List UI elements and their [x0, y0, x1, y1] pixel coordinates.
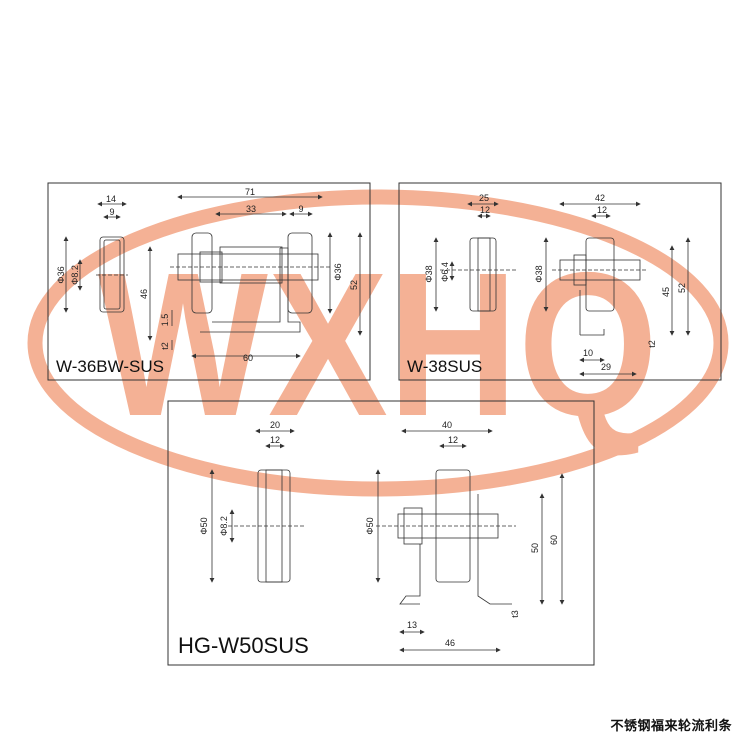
dim-label: Φ36 — [333, 263, 343, 280]
dim-label: 25 — [479, 193, 489, 203]
dim-label: 45 — [661, 287, 671, 297]
dim-label: Φ50 — [199, 517, 209, 534]
panel-w36bw — [47, 182, 371, 381]
dim-label: 52 — [349, 280, 359, 290]
panel-hgw50-labels: 20 12 40 12 Φ50 Φ8.2 Φ50 50 60 t3 13 46 … — [178, 420, 559, 658]
panel-w38 — [398, 182, 722, 381]
dim-label: 60 — [549, 535, 559, 545]
dim-label: Φ8.2 — [219, 516, 229, 536]
dim-label: 46 — [445, 638, 455, 648]
dim-label: 12 — [597, 205, 607, 215]
watermark-logo: WXHQ — [27, 189, 729, 497]
dim-label: 9 — [109, 207, 114, 217]
dim-label: Φ50 — [365, 517, 375, 534]
watermark-text: WXHQ — [98, 230, 658, 459]
dim-label: 1.5 — [160, 314, 170, 327]
model-name: W-38SUS — [407, 357, 482, 376]
panel-frame — [167, 400, 595, 666]
panel-w36bw-labels: 14 9 71 33 9 Φ36 Φ8.2 46 Φ36 52 1.5 t2 6… — [56, 187, 359, 376]
caption-text: 不锈钢福来轮流利条 — [610, 719, 732, 734]
dim-label: 12 — [448, 435, 458, 445]
dim-label: 71 — [245, 187, 255, 197]
dim-label: 9 — [298, 204, 303, 214]
dim-label: 42 — [595, 193, 605, 203]
dim-label: Φ38 — [424, 265, 434, 282]
dim-label: 60 — [243, 353, 253, 363]
wheel-front-left — [191, 232, 213, 314]
model-name: HG-W50SUS — [178, 633, 309, 658]
dim-label: 29 — [601, 362, 611, 372]
dim-label: 40 — [442, 420, 452, 430]
bracket-right — [477, 494, 512, 605]
bracket — [200, 247, 301, 333]
wheel-side-view — [99, 236, 125, 313]
dim-label: 33 — [246, 204, 256, 214]
panel-frame — [398, 182, 722, 381]
dim-label: t2 — [160, 342, 170, 350]
dim-label: t3 — [510, 610, 520, 618]
bracket — [579, 290, 605, 336]
dim-label: Φ6.4 — [440, 262, 450, 282]
dim-label: 46 — [139, 289, 149, 299]
dim-label: 52 — [677, 283, 687, 293]
dim-label: 10 — [583, 348, 593, 358]
dim-label: Φ8.2 — [70, 265, 80, 285]
dim-label: 50 — [530, 543, 540, 553]
panel-hgw50 — [167, 400, 595, 666]
dim-label: 12 — [270, 435, 280, 445]
spacer — [219, 246, 283, 284]
bracket-left — [399, 544, 421, 605]
dim-label: Φ38 — [534, 265, 544, 282]
dim-label: Φ36 — [56, 266, 66, 283]
panel-frame — [47, 182, 371, 381]
dim-label: 14 — [106, 194, 116, 204]
model-name: W-36BW-SUS — [56, 357, 164, 376]
dim-label: 20 — [270, 420, 280, 430]
panel-w38-labels: 25 12 42 12 Φ38 Φ6.4 Φ38 45 52 t2 10 29 … — [407, 193, 687, 376]
dim-label: t2 — [647, 340, 657, 348]
dim-label: 12 — [480, 205, 490, 215]
dim-label: 13 — [407, 620, 417, 630]
